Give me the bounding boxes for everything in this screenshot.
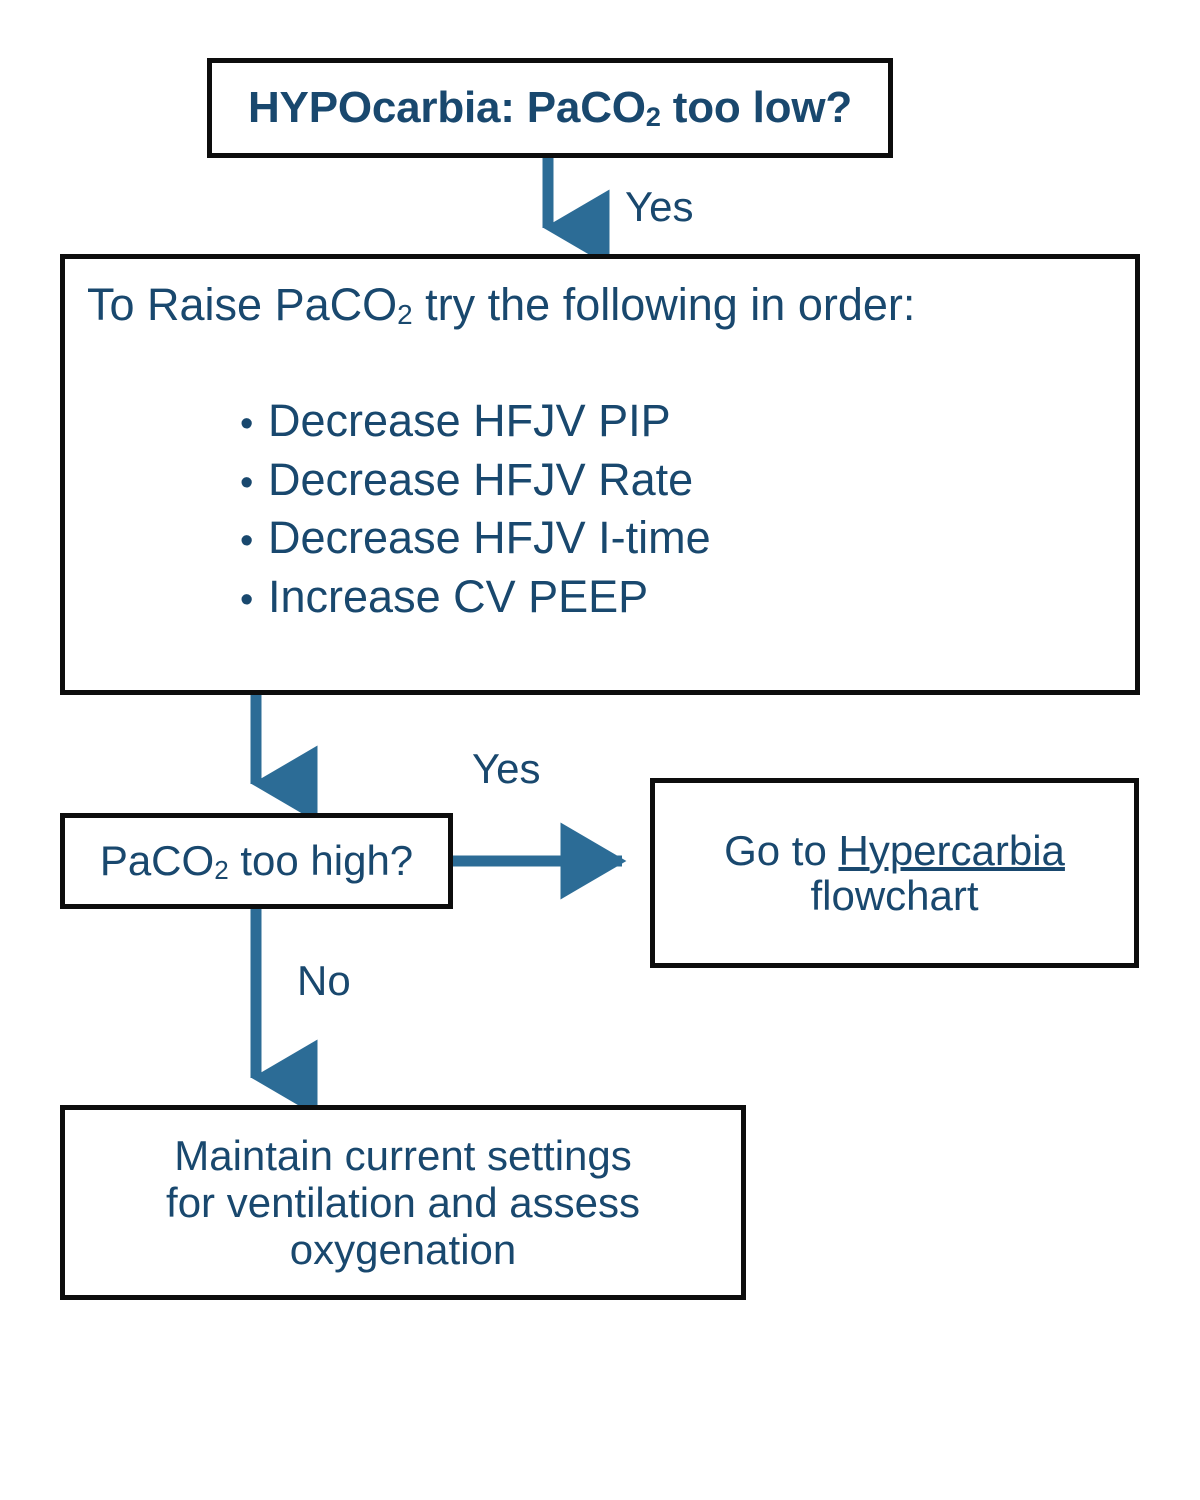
raise-paco2-heading-subscript: 2 xyxy=(397,299,413,331)
paco2-too-high-text-prefix: PaCO xyxy=(99,836,215,884)
maintain-settings-line-2: for ventilation and assess xyxy=(166,1178,640,1226)
raise-paco2-heading-suffix: try the following in order: xyxy=(412,279,916,330)
edge-label-no-toohigh-to-maintain: No xyxy=(297,957,351,1004)
raise-paco2-heading: To Raise PaCO2 try the following in orde… xyxy=(87,279,916,331)
node-hypocarbia-question-label: HYPOcarbia: PaCO2 too low? xyxy=(247,82,853,133)
hypocarbia-text-prefix: HYPOcarbia: PaCO xyxy=(247,82,646,132)
hypercarbia-flowchart-link[interactable]: Hypercarbia xyxy=(838,826,1065,874)
maintain-settings-line-1: Maintain current settings xyxy=(174,1131,632,1179)
edge-label-yes-title-to-actions: Yes xyxy=(625,183,694,230)
list-item-label: Increase CV PEEP xyxy=(268,570,649,622)
list-item-label: Decrease HFJV Rate xyxy=(268,453,694,505)
node-raise-paco2-actions[interactable]: To Raise PaCO2 try the following in orde… xyxy=(60,254,1140,695)
node-paco2-too-high-label: PaCO2 too high? xyxy=(99,836,414,886)
bullet-icon: • xyxy=(240,403,254,445)
list-item: • Decrease HFJV I-time xyxy=(240,509,711,568)
list-item: • Decrease HFJV PIP xyxy=(240,392,711,451)
list-item-label: Decrease HFJV PIP xyxy=(268,395,671,446)
bullet-icon: • xyxy=(240,520,254,562)
bullet-icon: • xyxy=(240,578,254,621)
goto-hypercarbia-lead-text: Go to xyxy=(724,826,839,874)
raise-paco2-action-list: • Decrease HFJV PIP • Decrease HFJV Rate… xyxy=(240,392,711,626)
edge-label-yes-toohigh-to-hypercarbia: Yes xyxy=(472,745,541,792)
raise-paco2-heading-prefix: To Raise PaCO xyxy=(87,279,398,330)
list-item-label: Decrease HFJV I-time xyxy=(268,512,711,563)
bullet-icon: • xyxy=(240,461,254,504)
hypocarbia-text-suffix: too low? xyxy=(660,82,853,132)
paco2-too-high-text-suffix: too high? xyxy=(228,836,414,884)
list-item: • Decrease HFJV Rate xyxy=(240,451,711,510)
list-item: • Increase CV PEEP xyxy=(240,568,711,627)
node-paco2-too-high-question[interactable]: PaCO2 too high? xyxy=(60,813,453,909)
hypocarbia-subscript: 2 xyxy=(645,101,661,133)
goto-hypercarbia-trail-text: flowchart xyxy=(810,872,979,919)
node-hypocarbia-question[interactable]: HYPOcarbia: PaCO2 too low? xyxy=(207,58,893,158)
paco2-too-high-subscript: 2 xyxy=(214,855,229,886)
maintain-settings-line-3: oxygenation xyxy=(289,1226,517,1274)
